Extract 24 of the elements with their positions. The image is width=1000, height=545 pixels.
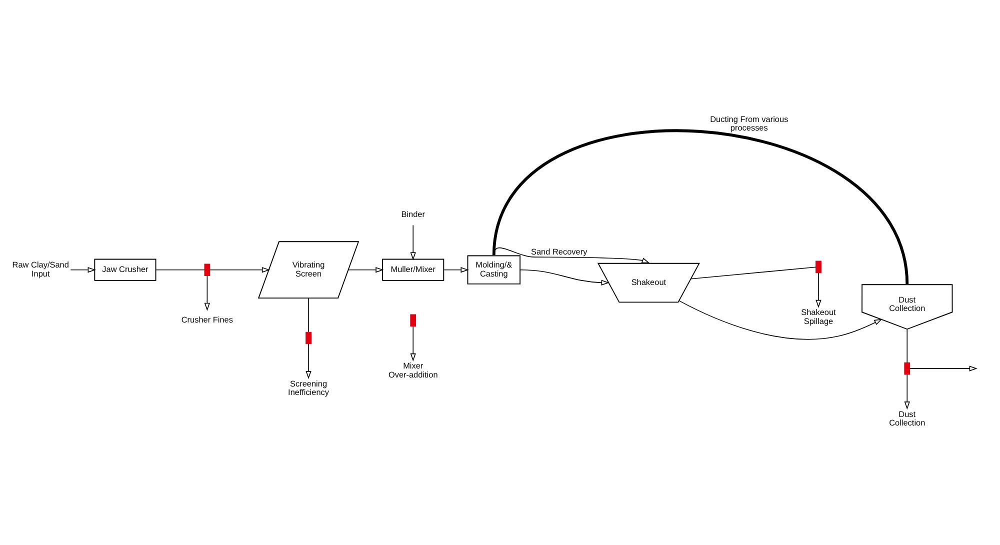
node-bar	[816, 260, 822, 274]
arrow	[306, 344, 312, 380]
arrow	[204, 275, 210, 311]
node-bar	[204, 264, 210, 276]
connector	[492, 130, 909, 284]
arrow	[520, 269, 610, 286]
connector	[906, 328, 908, 363]
connector	[690, 266, 816, 280]
arrow	[904, 374, 910, 410]
node-bar	[306, 332, 312, 344]
arrow	[678, 300, 882, 340]
arrow	[209, 267, 270, 273]
arrow	[493, 247, 650, 264]
arrow	[816, 272, 822, 308]
connector	[155, 269, 205, 270]
arrow	[70, 267, 96, 273]
node-bar	[904, 362, 910, 375]
arrow	[909, 366, 978, 372]
arrow	[410, 326, 416, 362]
node-bar	[410, 314, 416, 327]
connector	[308, 298, 309, 332]
arrow	[443, 267, 469, 273]
arrow	[348, 267, 384, 273]
arrow	[410, 224, 416, 260]
